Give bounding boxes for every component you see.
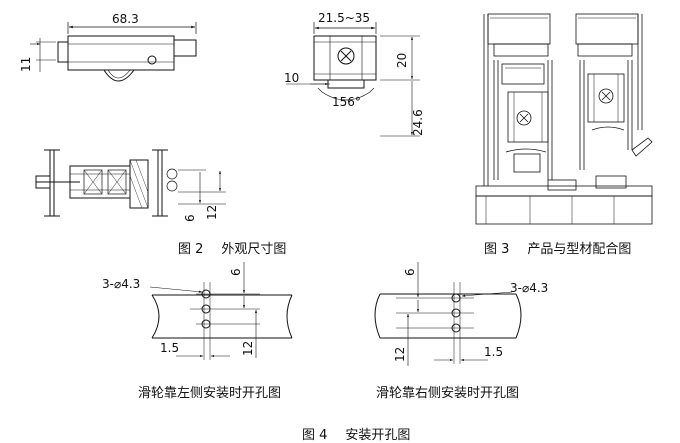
fig4-right-hole-label: 3-⌀4.3 bbox=[510, 281, 548, 295]
figure4-caption-text: 安装开孔图 bbox=[345, 428, 411, 443]
dim-twelve: 12 bbox=[205, 205, 219, 220]
fig4-left-hole-label: 3-⌀4.3 bbox=[102, 277, 140, 291]
fig4-right-dim-6: 6 bbox=[403, 268, 417, 276]
fig4-left-dim-6: 6 bbox=[229, 268, 243, 276]
dim-overall-height: 24.6 bbox=[411, 109, 425, 136]
figure3-caption: 图 3 产品与型材配合图 bbox=[484, 238, 631, 257]
figure2-caption: 图 2 外观尺寸图 bbox=[178, 238, 286, 257]
figure2-caption-number: 图 2 bbox=[178, 242, 204, 257]
figure2-caption-text: 外观尺寸图 bbox=[221, 242, 287, 257]
figure4-caption: 图 4 安装开孔图 bbox=[302, 424, 410, 443]
fig3-profile-assembly bbox=[475, 13, 653, 225]
dim-offset: 10 bbox=[284, 71, 299, 85]
dim-height-left: 11 bbox=[19, 57, 33, 72]
figure4-right-subcaption: 滑轮靠右侧安装时开孔图 bbox=[376, 386, 520, 401]
fig2-end-view bbox=[286, 22, 420, 137]
fig2-top-view bbox=[35, 149, 226, 217]
fig4-right-dim-1-5: 1.5 bbox=[484, 345, 503, 359]
dim-width-range: 21.5~35 bbox=[318, 11, 370, 25]
fig4-left-dim-1-5: 1.5 bbox=[160, 341, 179, 355]
fig4-left-dim-12: 12 bbox=[241, 341, 255, 356]
figure4-left-subcaption: 滑轮靠左侧安装时开孔图 bbox=[138, 386, 282, 401]
fig4-right-dim-12: 12 bbox=[393, 347, 407, 362]
dim-length: 68.3 bbox=[112, 12, 139, 26]
fig4-right-hole-drawing bbox=[374, 262, 522, 366]
figure3-caption-number: 图 3 bbox=[484, 242, 510, 257]
figure3-caption-text: 产品与型材配合图 bbox=[527, 242, 632, 257]
fig2-side-view bbox=[30, 22, 197, 82]
fig4-left-hole-drawing bbox=[149, 262, 293, 360]
dim-angle: 156° bbox=[332, 95, 361, 109]
dim-six: 6 bbox=[183, 214, 197, 222]
figure4-caption-number: 图 4 bbox=[302, 428, 328, 443]
dim-right-height: 20 bbox=[395, 53, 409, 68]
